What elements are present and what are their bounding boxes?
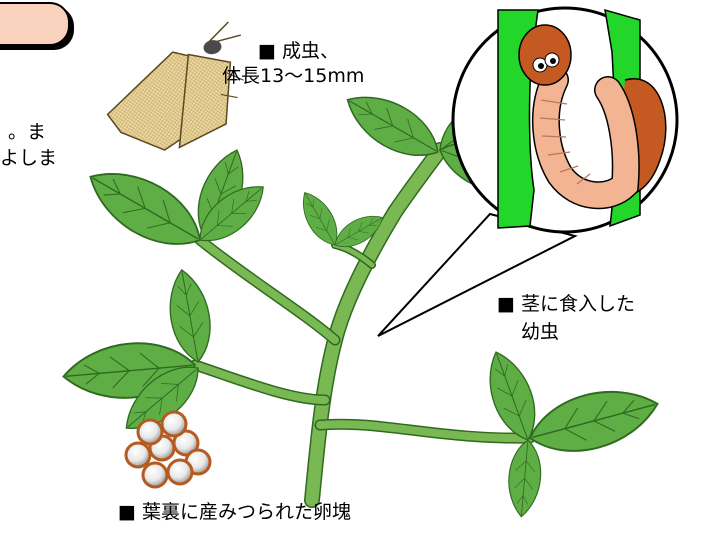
callout-pointer (378, 214, 575, 336)
adult-label-line1: ■ 成虫、 (258, 39, 339, 63)
adult-label-line2: 体長13～15mm (222, 64, 364, 88)
moth-adult (95, 20, 258, 158)
egg-label: ■ 葉裏に産みつられた卵塊 (118, 500, 351, 524)
intro-text-fragment-2: よしま (0, 146, 56, 170)
magnified-larva-view (453, 8, 677, 232)
larva-label-line2: 幼虫 (521, 320, 559, 344)
larva-label-line1: ■ 茎に食入した (497, 292, 635, 316)
intro-text-fragment-1: 。ま (8, 120, 60, 144)
title-badge (0, 2, 70, 46)
